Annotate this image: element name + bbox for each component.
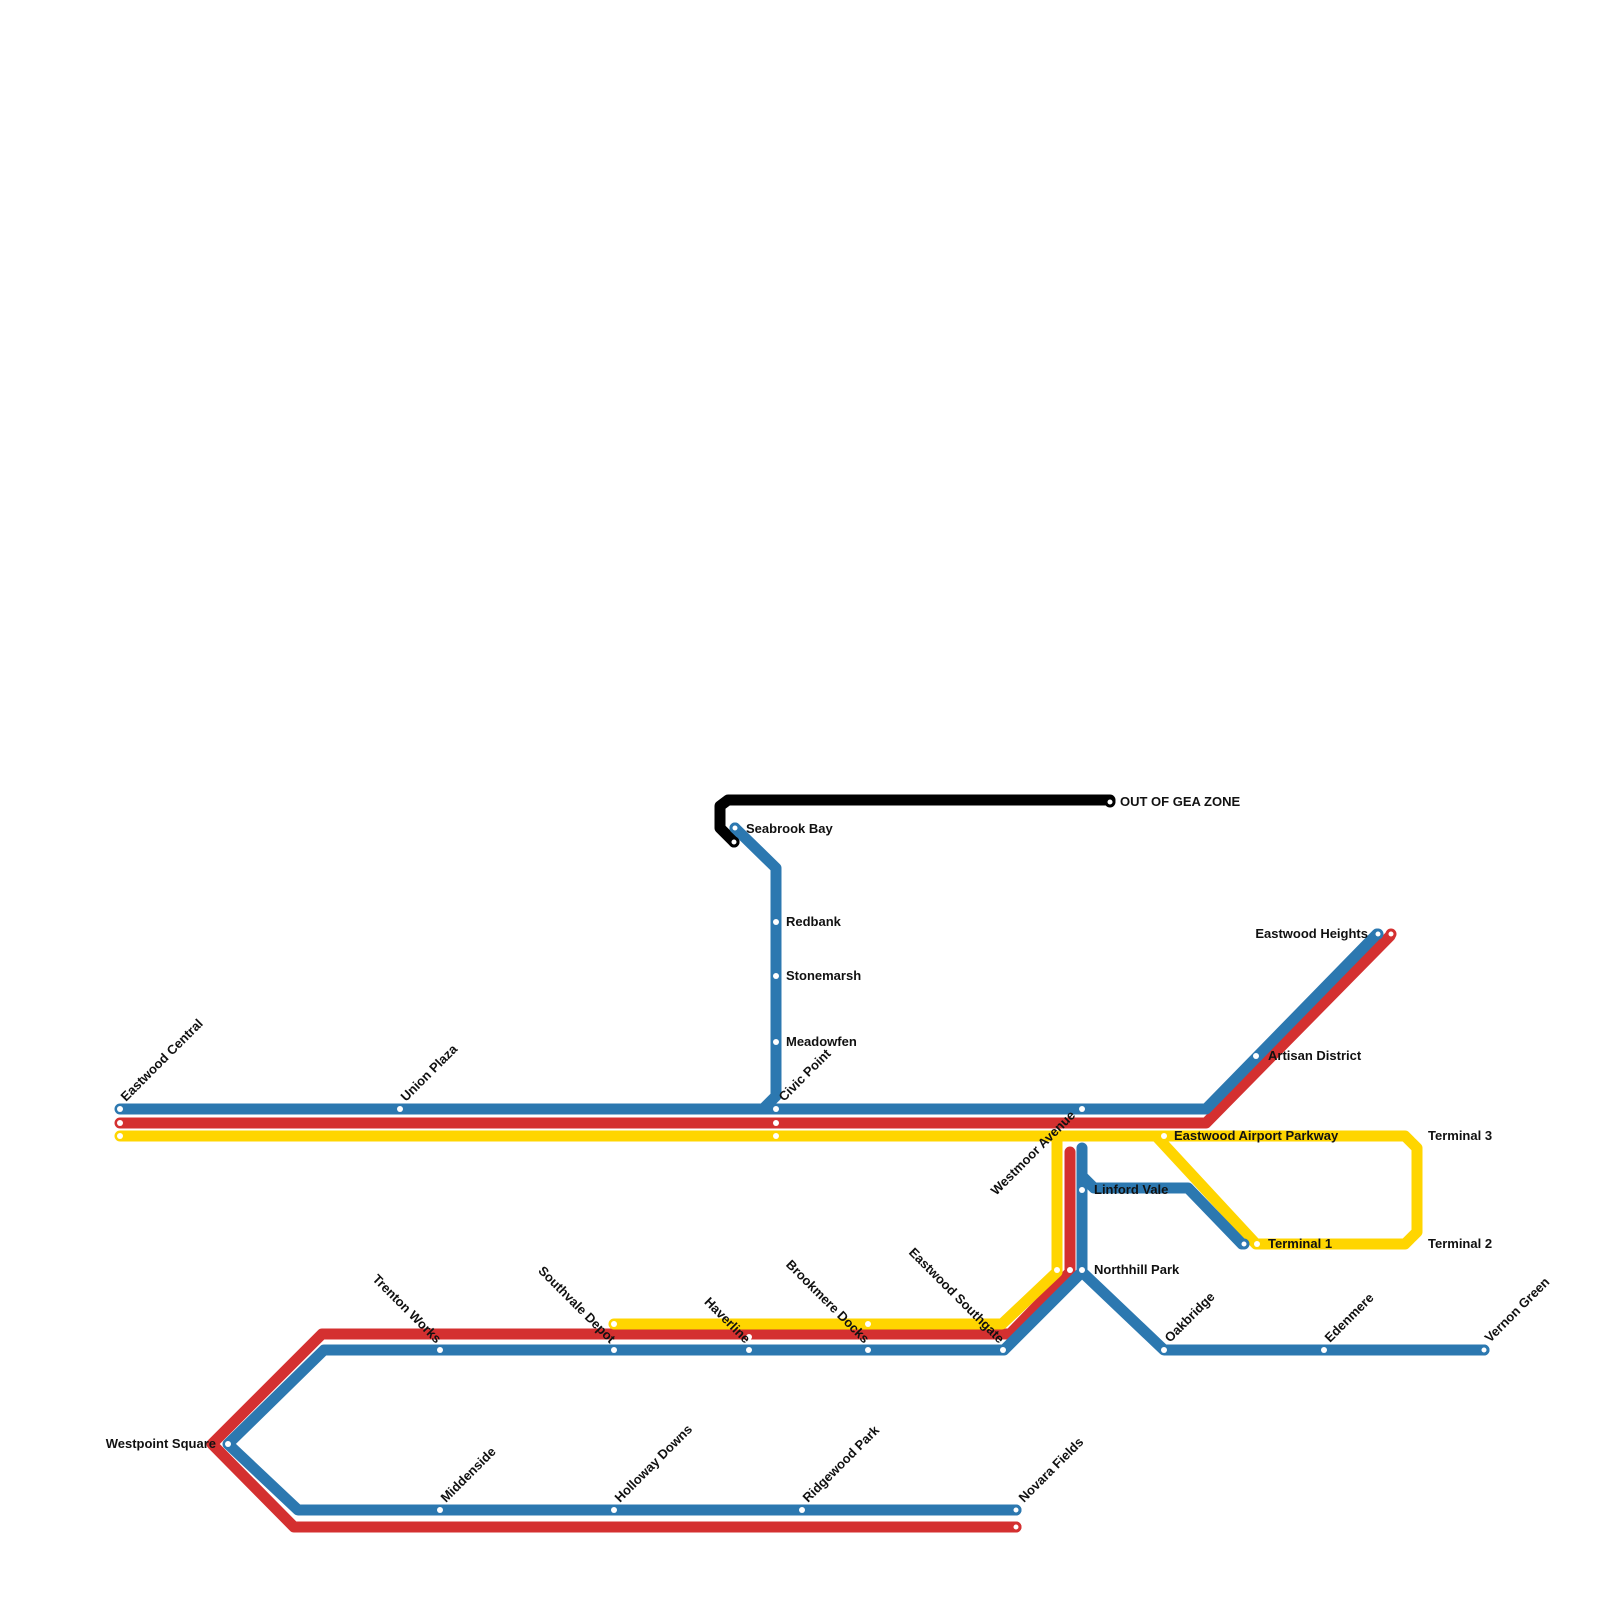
station-stonemarsh[interactable] <box>773 973 779 979</box>
label-union-plaza: Union Plaza <box>398 1041 461 1104</box>
label-eastwood-central: Eastwood Central <box>118 1016 206 1104</box>
line-black <box>714 794 1116 848</box>
label-edenmere: Edenmere <box>1322 1290 1377 1345</box>
label-eastwood-airport-parkway: Eastwood Airport Parkway <box>1174 1128 1339 1143</box>
station-eastwood-central-red[interactable] <box>117 1120 123 1126</box>
station-eastwood-central-blue[interactable] <box>117 1106 123 1112</box>
station-novara-fields-blue[interactable] <box>1010 1504 1022 1516</box>
station-out-of-gea-zone[interactable] <box>1104 796 1116 808</box>
label-linford-vale: Linford Vale <box>1094 1182 1168 1197</box>
station-oakbridge[interactable] <box>1161 1347 1167 1353</box>
station-haverline-blue[interactable] <box>746 1347 752 1353</box>
station-northhill-park-blue[interactable] <box>1079 1267 1085 1273</box>
label-meadowfen: Meadowfen <box>786 1034 857 1049</box>
label-oakbridge: Oakbridge <box>1162 1289 1218 1345</box>
station-middenside[interactable] <box>437 1507 443 1513</box>
line-red <box>114 930 1396 1533</box>
blue-line-oakbridge-branch <box>1076 1266 1490 1356</box>
station-terminal-3[interactable] <box>1414 1133 1420 1139</box>
station-terminal-2[interactable] <box>1414 1241 1420 1247</box>
black-line-route <box>714 794 1116 848</box>
label-ridgewood-park: Ridgewood Park <box>800 1422 883 1505</box>
label-seabrook-bay: Seabrook Bay <box>746 821 833 836</box>
station-southvale-depot-yellow[interactable] <box>611 1321 617 1327</box>
blue-line-linford-spur <box>1076 1170 1248 1250</box>
label-terminal-2: Terminal 2 <box>1428 1236 1492 1251</box>
station-eastwood-airport-parkway[interactable] <box>1161 1133 1167 1139</box>
yellow-line-south-branch <box>608 1130 1063 1330</box>
station-eastwood-heights-red[interactable] <box>1385 928 1397 940</box>
station-civic-point-red[interactable] <box>773 1120 779 1126</box>
station-vernon-green[interactable] <box>1478 1344 1490 1356</box>
label-vernon-green: Vernon Green <box>1482 1274 1553 1345</box>
label-artisan-district: Artisan District <box>1268 1048 1362 1063</box>
blue-line-seabrook-branch <box>729 822 782 1115</box>
station-novara-fields-red[interactable] <box>1010 1521 1022 1533</box>
label-stonemarsh: Stonemarsh <box>786 968 861 983</box>
label-out-of-gea-zone: OUT OF GEA ZONE <box>1120 794 1240 809</box>
label-terminal-1: Terminal 1 <box>1268 1236 1332 1251</box>
label-eastwood-heights: Eastwood Heights <box>1255 926 1368 941</box>
station-southvale-depot-blue[interactable] <box>611 1347 617 1353</box>
stations: Eastwood Central Union Plaza Civic Point… <box>106 794 1553 1533</box>
station-seabrook-bay-black[interactable] <box>728 836 740 848</box>
station-westpoint-square[interactable] <box>225 1441 231 1447</box>
station-northhill-park-yellow[interactable] <box>1054 1267 1060 1273</box>
station-trenton-works[interactable] <box>437 1347 443 1353</box>
station-eastwood-central-yellow[interactable] <box>117 1133 123 1139</box>
label-civic-point: Civic Point <box>776 1046 835 1105</box>
station-haverline-red[interactable] <box>746 1334 752 1340</box>
station-eastwood-southgate[interactable] <box>1000 1347 1006 1353</box>
label-northhill-park: Northhill Park <box>1094 1262 1180 1277</box>
blue-line-trunk <box>114 928 1383 1115</box>
station-eastwood-heights-blue[interactable] <box>1372 928 1384 940</box>
station-civic-point-blue[interactable] <box>773 1106 779 1112</box>
label-middenside: Middenside <box>438 1444 499 1505</box>
red-line-trunk <box>114 930 1396 1129</box>
station-terminal-1-blue[interactable] <box>1238 1238 1250 1250</box>
station-westmoor-avenue[interactable] <box>1079 1106 1085 1112</box>
station-edenmere[interactable] <box>1321 1347 1327 1353</box>
station-seabrook-bay-blue[interactable] <box>729 822 741 834</box>
label-westpoint-square: Westpoint Square <box>106 1436 216 1451</box>
label-holloway-downs: Holloway Downs <box>612 1421 696 1505</box>
station-holloway-downs[interactable] <box>611 1507 617 1513</box>
station-terminal-1-yellow[interactable] <box>1254 1241 1260 1247</box>
station-northhill-park-red[interactable] <box>1067 1267 1073 1273</box>
station-brookmere-docks-yellow[interactable] <box>865 1321 871 1327</box>
label-redbank: Redbank <box>786 914 842 929</box>
station-artisan-district[interactable] <box>1253 1053 1259 1059</box>
station-ridgewood-park[interactable] <box>799 1507 805 1513</box>
station-linford-vale[interactable] <box>1079 1187 1085 1193</box>
label-terminal-3: Terminal 3 <box>1428 1128 1492 1143</box>
station-redbank[interactable] <box>773 919 779 925</box>
station-brookmere-docks-blue[interactable] <box>865 1347 871 1353</box>
station-union-plaza[interactable] <box>397 1106 403 1112</box>
station-meadowfen[interactable] <box>773 1039 779 1045</box>
label-novara-fields: Novara Fields <box>1016 1434 1087 1505</box>
station-civic-point-yellow[interactable] <box>773 1133 779 1139</box>
